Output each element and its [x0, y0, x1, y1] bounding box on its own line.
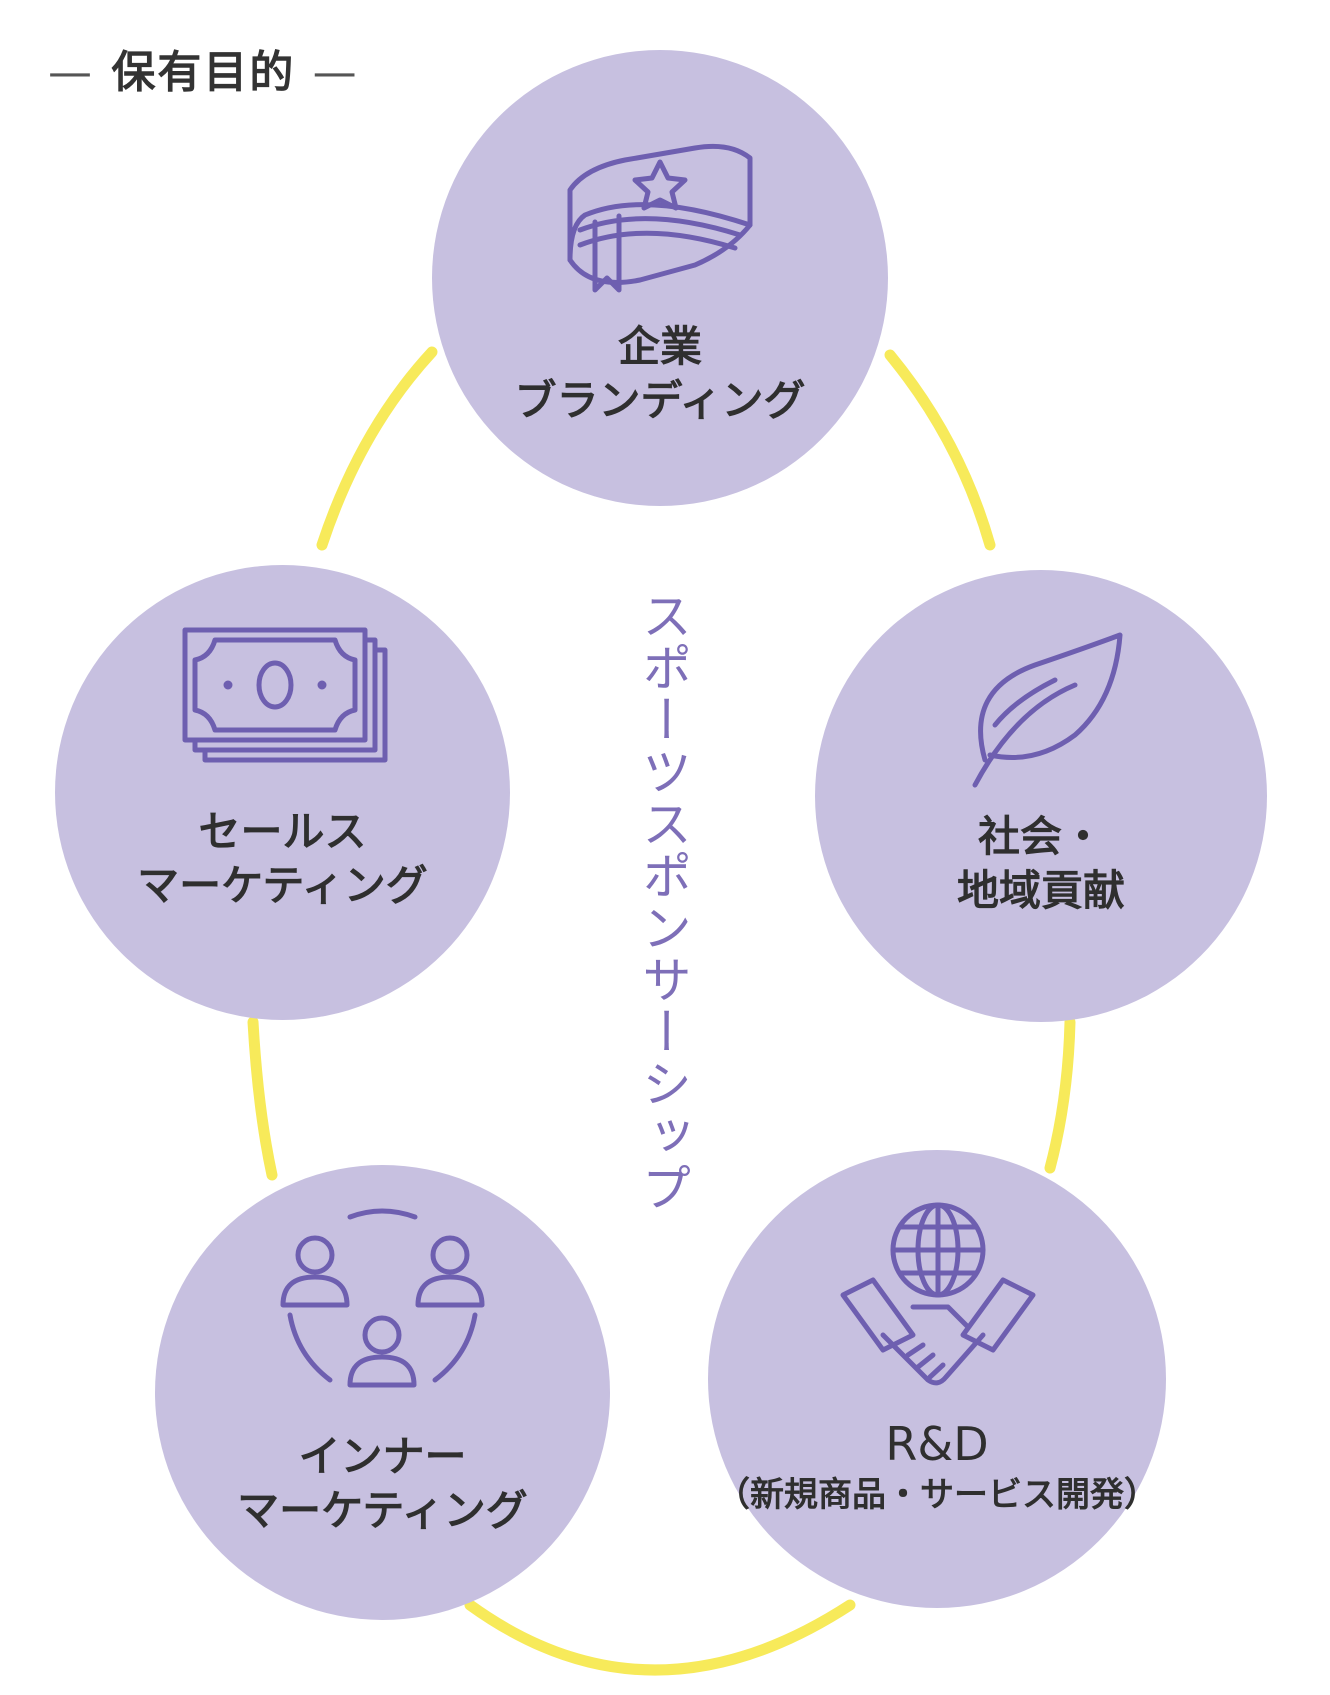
book-star-icon	[567, 143, 753, 293]
people-cycle-icon	[280, 1208, 485, 1388]
node-sales-marketing: セールス マーケティング	[55, 565, 510, 1020]
label-line2: 地域貢献	[956, 865, 1125, 915]
money-stack-icon	[182, 627, 388, 763]
label-line1: R&D	[885, 1417, 989, 1471]
ring-arc-top-right	[884, 349, 996, 551]
label-line1: セールス	[198, 807, 367, 856]
label-line2: （新規商品・サービス開発）	[716, 1474, 1158, 1515]
node-social-contribution: 社会・ 地域貢献	[815, 570, 1267, 1022]
node-inner-marketing: インナー マーケティング	[155, 1165, 610, 1620]
label-line2: マーケティング	[237, 1485, 528, 1535]
globe-handshake-icon	[840, 1202, 1036, 1386]
node-label: R&D （新規商品・サービス開発）	[708, 1415, 1166, 1517]
node-label: 企業 ブランディング	[432, 320, 888, 428]
page-title: — 保有目的 —	[48, 36, 359, 100]
node-label: インナー マーケティング	[155, 1430, 610, 1538]
label-line2: マーケティング	[137, 860, 428, 910]
label-line2: ブランディング	[514, 375, 806, 425]
ring-arc-top-left	[316, 346, 438, 551]
ring-arc-bottom	[464, 1599, 856, 1676]
label-line1: 企業	[617, 322, 702, 371]
label-line1: インナー	[298, 1432, 467, 1481]
leaf-icon	[972, 632, 1123, 788]
ring-arc-left	[247, 1016, 278, 1181]
label-line1: 社会・	[977, 812, 1104, 861]
heading-dash-left: —	[48, 47, 94, 98]
center-label-sports-sponsorship: スポーツスポンサーシップ	[634, 590, 692, 1214]
heading-text: 保有目的	[111, 47, 296, 98]
node-label: セールス マーケティング	[55, 805, 510, 913]
heading-dash-right: —	[312, 47, 359, 98]
node-label: 社会・ 地域貢献	[815, 810, 1267, 918]
node-rnd: R&D （新規商品・サービス開発）	[708, 1150, 1166, 1608]
node-corporate-branding: 企業 ブランディング	[432, 50, 888, 506]
ring-arc-right	[1044, 1016, 1076, 1174]
